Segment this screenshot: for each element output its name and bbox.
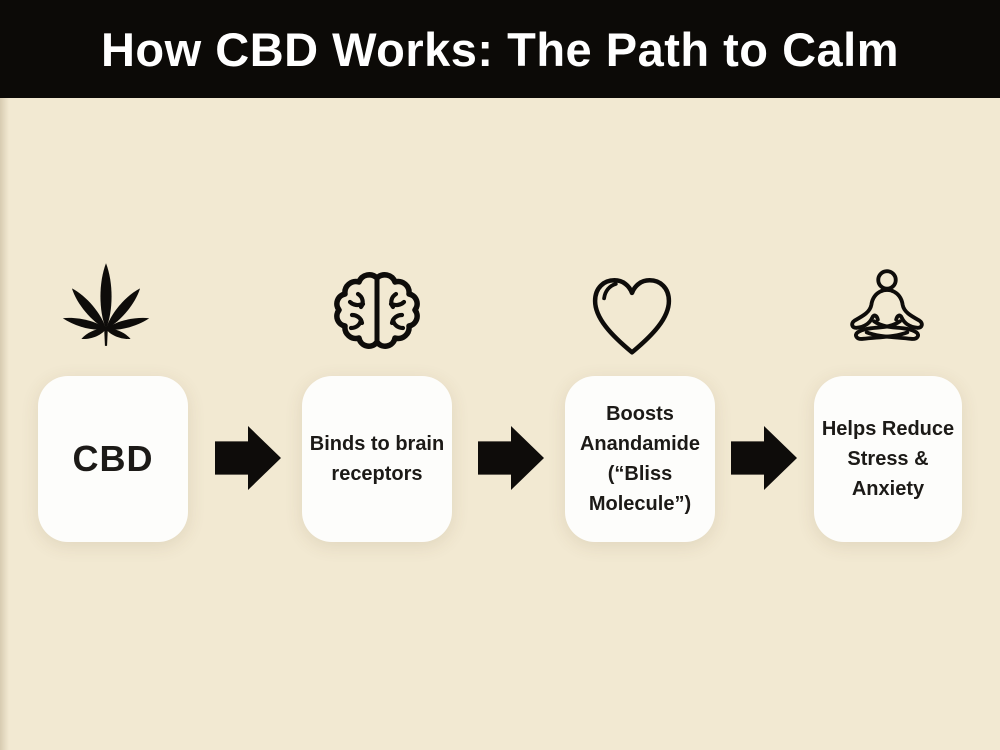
arrow-right-icon bbox=[478, 426, 544, 490]
heart-icon bbox=[584, 274, 680, 364]
step-card-cbd: CBD bbox=[38, 376, 188, 542]
step-label: CBD bbox=[72, 438, 154, 479]
brain-icon bbox=[327, 262, 427, 366]
meditating-person-icon bbox=[841, 262, 933, 366]
step-label: Helps Reduce Stress & Anxiety bbox=[821, 418, 955, 500]
step-label: Boosts Anandamide (“Bliss Molecule”) bbox=[579, 403, 701, 515]
arrow-right-icon bbox=[731, 426, 797, 490]
step-card-helps: Helps Reduce Stress & Anxiety bbox=[814, 376, 962, 542]
cannabis-leaf-icon bbox=[53, 256, 159, 368]
step-card-boosts: Boosts Anandamide (“Bliss Molecule”) bbox=[565, 376, 715, 542]
header-band: How CBD Works: The Path to Calm bbox=[0, 0, 1000, 98]
arrow-right-icon bbox=[215, 426, 281, 490]
step-card-binds: Binds to brain receptors bbox=[302, 376, 452, 542]
left-edge-shading bbox=[0, 98, 9, 750]
page-title: How CBD Works: The Path to Calm bbox=[100, 22, 900, 76]
step-label: Binds to brain receptors bbox=[309, 433, 445, 485]
